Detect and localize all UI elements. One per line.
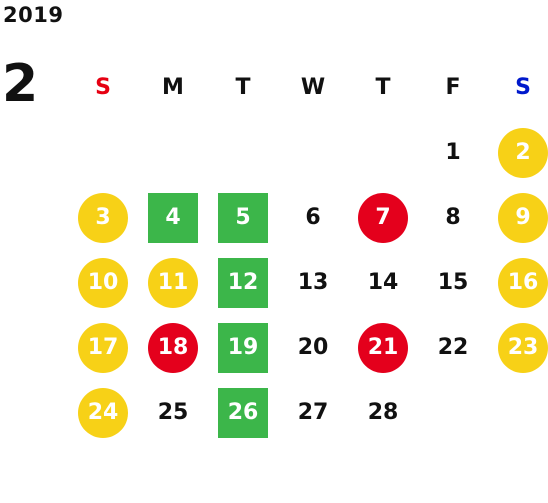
day-cell: 2 xyxy=(488,120,548,185)
day-cell: 14 xyxy=(348,250,418,315)
day-cell: 10 xyxy=(68,250,138,315)
day-number[interactable]: 13 xyxy=(297,270,329,295)
day-number[interactable]: 3 xyxy=(78,192,128,243)
day-cell: 9 xyxy=(488,185,548,250)
day-cell: 8 xyxy=(418,185,488,250)
day-number[interactable]: 7 xyxy=(358,192,408,243)
day-number[interactable]: 28 xyxy=(367,400,399,425)
day-cell: 22 xyxy=(418,315,488,380)
day-number[interactable]: 27 xyxy=(297,400,329,425)
weekday-header-friday: F xyxy=(445,75,461,100)
day-number[interactable]: 23 xyxy=(498,322,548,373)
day-cell: 15 xyxy=(418,250,488,315)
day-number[interactable]: 15 xyxy=(437,270,469,295)
day-number[interactable]: 4 xyxy=(148,192,198,243)
day-cell: 6 xyxy=(278,185,348,250)
day-number[interactable]: 20 xyxy=(297,335,329,360)
calendar-year: 2019 xyxy=(3,3,64,27)
day-cell: 4 xyxy=(138,185,208,250)
calendar-month: 2 xyxy=(2,54,39,114)
day-cell: 26 xyxy=(208,380,278,445)
day-number[interactable]: 18 xyxy=(148,322,198,373)
day-cell: 20 xyxy=(278,315,348,380)
day-number[interactable]: 12 xyxy=(218,257,268,308)
day-cell: 27 xyxy=(278,380,348,445)
day-cell: 17 xyxy=(68,315,138,380)
day-cell: 28 xyxy=(348,380,418,445)
day-number[interactable]: 10 xyxy=(78,257,128,308)
day-number[interactable]: 24 xyxy=(78,387,128,438)
day-number[interactable]: 6 xyxy=(305,205,321,230)
day-cell: 25 xyxy=(138,380,208,445)
day-cell: 3 xyxy=(68,185,138,250)
day-number[interactable]: 8 xyxy=(445,205,461,230)
weekday-header-wednesday: W xyxy=(300,75,326,100)
day-cell: 7 xyxy=(348,185,418,250)
day-cell: 13 xyxy=(278,250,348,315)
day-number[interactable]: 26 xyxy=(218,387,268,438)
empty-cell xyxy=(208,120,278,185)
weekday-header-sunday: S xyxy=(95,75,111,100)
empty-cell xyxy=(68,120,138,185)
empty-cell xyxy=(278,120,348,185)
day-number[interactable]: 19 xyxy=(218,322,268,373)
day-cell: 21 xyxy=(348,315,418,380)
day-number[interactable]: 17 xyxy=(78,322,128,373)
day-number[interactable]: 14 xyxy=(367,270,399,295)
weekday-header-monday: M xyxy=(162,75,184,100)
day-cell: 11 xyxy=(138,250,208,315)
day-number[interactable]: 11 xyxy=(148,257,198,308)
empty-cell xyxy=(138,120,208,185)
weekday-header-tuesday: T xyxy=(235,75,251,100)
day-cell: 23 xyxy=(488,315,548,380)
day-cell: 16 xyxy=(488,250,548,315)
empty-cell xyxy=(348,120,418,185)
day-number[interactable]: 25 xyxy=(157,400,189,425)
day-cell: 1 xyxy=(418,120,488,185)
day-number[interactable]: 9 xyxy=(498,192,548,243)
day-cell: 5 xyxy=(208,185,278,250)
day-cell: 24 xyxy=(68,380,138,445)
day-number[interactable]: 16 xyxy=(498,257,548,308)
calendar-grid: S M T W T F S 1 2 3 4 5 6 7 8 9 10 11 12… xyxy=(68,55,548,445)
day-number[interactable]: 21 xyxy=(358,322,408,373)
day-number[interactable]: 1 xyxy=(445,140,461,165)
weekday-header-saturday: S xyxy=(515,75,531,100)
day-cell: 18 xyxy=(138,315,208,380)
day-number[interactable]: 22 xyxy=(437,335,469,360)
day-cell: 19 xyxy=(208,315,278,380)
day-number[interactable]: 5 xyxy=(218,192,268,243)
day-number[interactable]: 2 xyxy=(498,127,548,178)
day-cell: 12 xyxy=(208,250,278,315)
weekday-header-thursday: T xyxy=(375,75,391,100)
